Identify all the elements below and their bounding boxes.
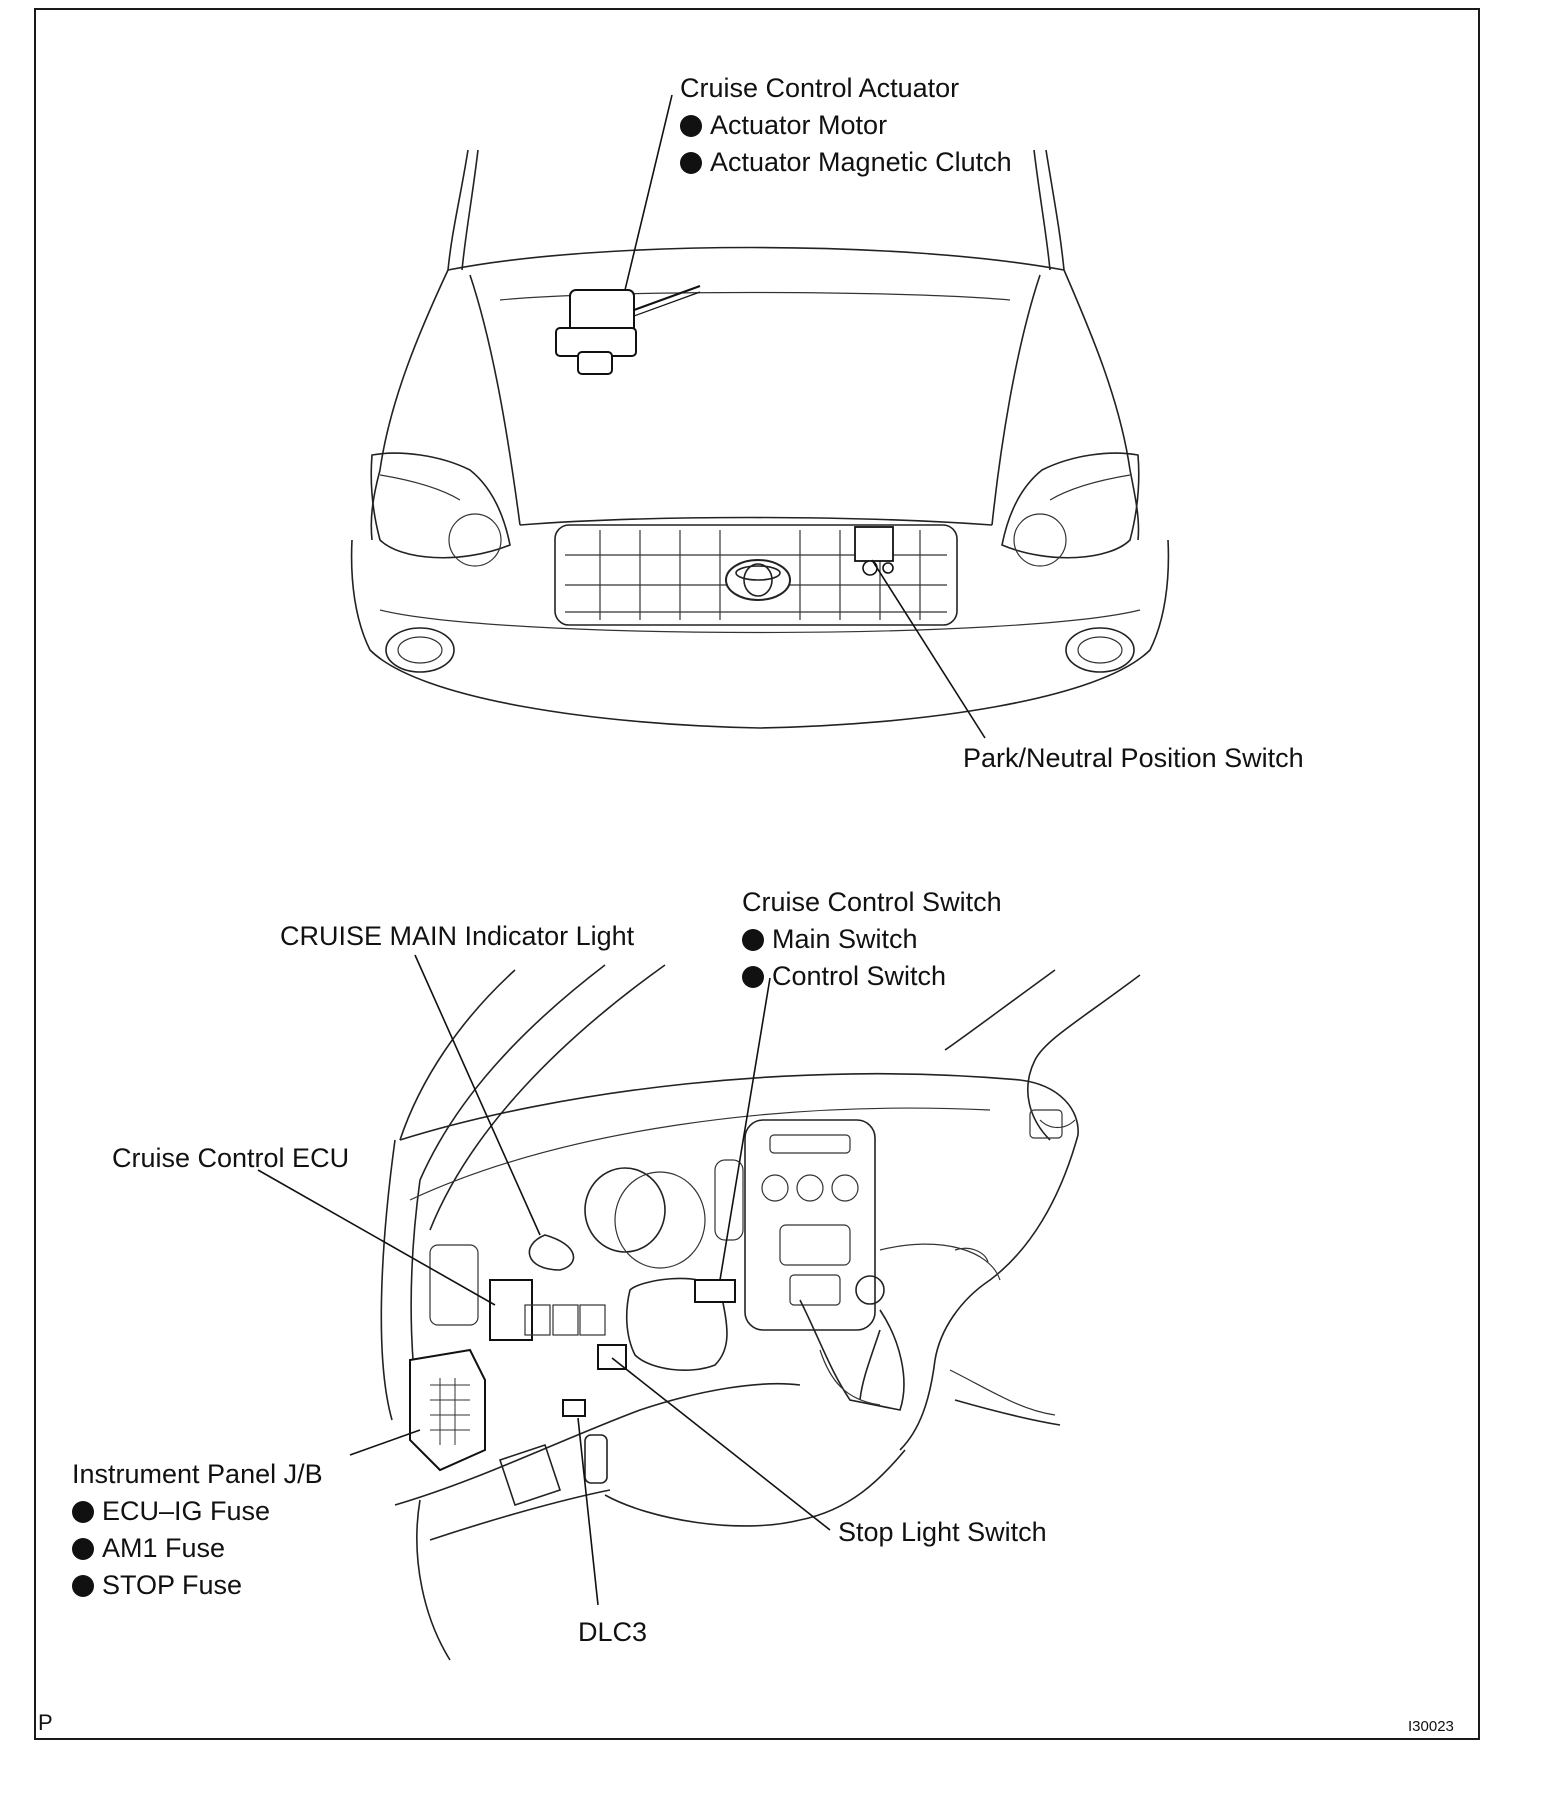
- bullet-icon: [680, 115, 702, 137]
- cruise-control-ecu-label: Cruise Control ECU: [112, 1143, 350, 1173]
- actuator-item: Actuator Magnetic Clutch: [680, 144, 1012, 181]
- fuse-item-label: STOP Fuse: [102, 1570, 243, 1600]
- junction-block-title: Instrument Panel J/B: [72, 1459, 323, 1489]
- cruise-control-ecu-part: [489, 1279, 533, 1341]
- bullet-icon: [72, 1538, 94, 1560]
- actuator-item-label: Actuator Magnetic Clutch: [710, 147, 1012, 177]
- fuse-item: ECU–IG Fuse: [72, 1493, 323, 1530]
- diagram-frame: [34, 8, 1480, 1740]
- bullet-icon: [72, 1575, 94, 1597]
- vehicle-interior-illustration: [380, 964, 1141, 1661]
- cruise-switch-item: Main Switch: [742, 921, 1002, 958]
- page-marker: P: [38, 1710, 53, 1735]
- dlc3-part: [562, 1399, 586, 1417]
- actuator-item-label: Actuator Motor: [710, 110, 888, 140]
- cruise-switch-callout: Cruise Control Switch Main Switch Contro…: [742, 884, 1002, 995]
- fuse-item: AM1 Fuse: [72, 1530, 323, 1567]
- actuator-item: Actuator Motor: [680, 107, 1012, 144]
- junction-block-callout: Instrument Panel J/B ECU–IG Fuse AM1 Fus…: [72, 1456, 323, 1604]
- stop-light-switch-label: Stop Light Switch: [838, 1517, 1047, 1547]
- cruise-main-indicator-label: CRUISE MAIN Indicator Light: [280, 921, 635, 951]
- bullet-icon: [742, 966, 764, 988]
- actuator-callout: Cruise Control Actuator Actuator Motor A…: [680, 70, 1012, 181]
- bullet-icon: [680, 152, 702, 174]
- instrument-panel-jb-part: [409, 1348, 486, 1472]
- cruise-switch-title: Cruise Control Switch: [742, 887, 1002, 917]
- vehicle-front-illustration: [350, 149, 1170, 729]
- bullet-icon: [72, 1501, 94, 1523]
- fuse-item-label: AM1 Fuse: [102, 1533, 226, 1563]
- leader-lines: [257, 94, 986, 1606]
- figure-code: I30023: [1408, 1718, 1454, 1735]
- cruise-control-switch-part: [694, 1279, 736, 1303]
- actuator-title: Cruise Control Actuator: [680, 73, 960, 103]
- cruise-switch-item-label: Control Switch: [772, 961, 947, 991]
- fuse-item: STOP Fuse: [72, 1567, 323, 1604]
- fuse-item-label: ECU–IG Fuse: [102, 1496, 271, 1526]
- cruise-control-actuator-part: [555, 284, 701, 375]
- cruise-switch-item: Control Switch: [742, 958, 1002, 995]
- park-neutral-switch-label: Park/Neutral Position Switch: [963, 743, 1304, 773]
- cruise-switch-item-label: Main Switch: [772, 924, 918, 954]
- dlc3-label: DLC3: [578, 1617, 648, 1647]
- bullet-icon: [742, 929, 764, 951]
